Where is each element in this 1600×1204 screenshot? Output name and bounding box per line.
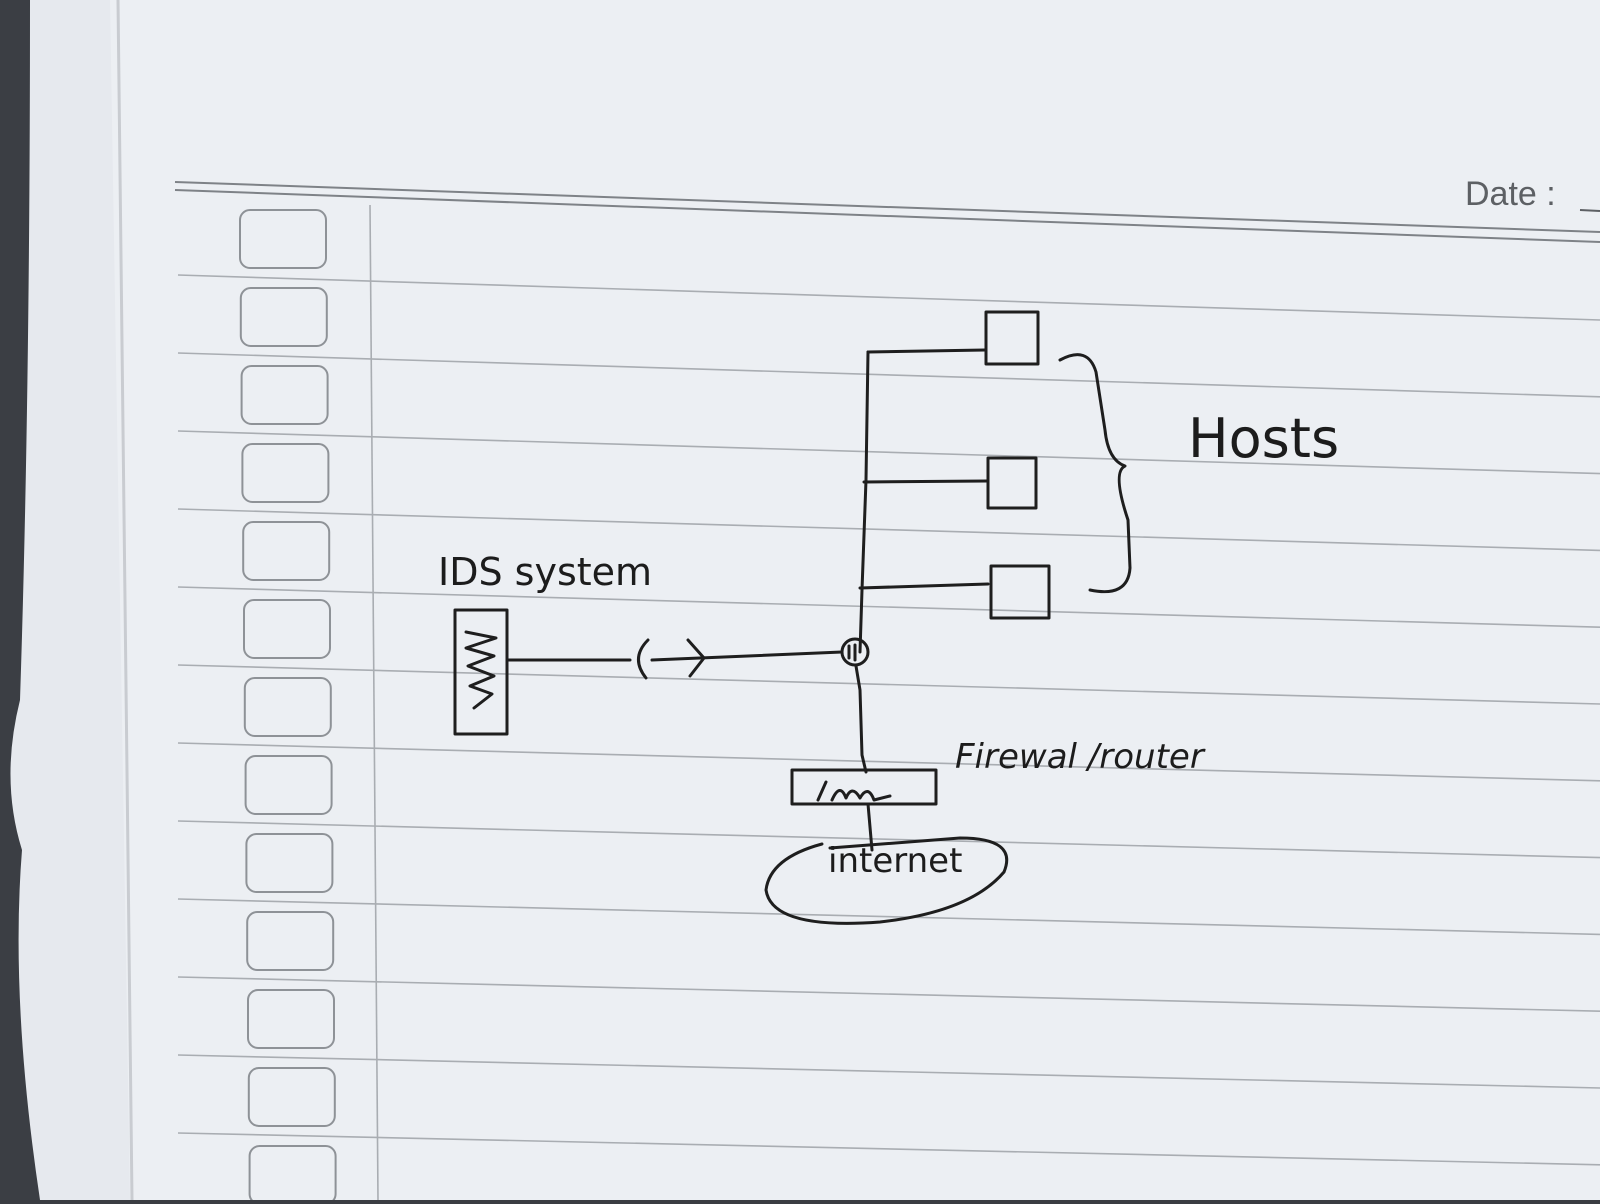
margin-checkbox: [247, 1067, 336, 1127]
ruled-line: [177, 430, 1600, 475]
ruled-line: [177, 664, 1600, 705]
margin-checkbox: [243, 599, 331, 659]
ruled-line: [177, 1054, 1600, 1089]
paper-page: [110, 0, 1600, 1200]
header-rule: [174, 189, 1600, 243]
date-label: Date :: [1465, 175, 1556, 213]
margin-checkbox: [239, 287, 328, 347]
ruled-line: [177, 586, 1600, 628]
ruled-lines: [177, 274, 1600, 1166]
firewall-router-label: Firewal /router: [955, 737, 1206, 777]
ruled-line: [177, 820, 1600, 859]
firewall-scribble: [816, 780, 892, 802]
firewall-router-box: [790, 768, 938, 806]
uplink-line: [854, 664, 868, 774]
header-rule: [174, 181, 1600, 233]
ids-link-right: [650, 650, 844, 662]
ruled-line: [177, 976, 1600, 1012]
internet-cloud: [764, 836, 1009, 925]
margin-checkbox: [246, 911, 335, 971]
internet-label: internet: [828, 841, 962, 881]
link-bracket-left: [637, 638, 650, 680]
host-box-3: [989, 564, 1051, 620]
page-fold: [116, 0, 134, 1201]
hub-mark: [847, 643, 857, 662]
host-branch-3: [858, 582, 990, 590]
margin-checkbox: [240, 365, 329, 425]
margin-checkbox: [242, 521, 331, 581]
hosts-label: Hosts: [1188, 407, 1339, 470]
internet-link: [866, 802, 874, 852]
ids-device: [453, 608, 509, 736]
host-box-2: [986, 456, 1038, 510]
ruled-line: [177, 742, 1600, 782]
margin-checkbox: [248, 1145, 337, 1204]
ruled-line: [177, 1132, 1600, 1166]
ruled-line: [177, 508, 1600, 552]
ids-device-hatch: [464, 630, 498, 710]
hosts-brace: [1058, 353, 1132, 594]
margin-checkbox: [244, 755, 333, 815]
host-box-1: [984, 310, 1040, 366]
host-branch-1: [866, 348, 987, 354]
ruled-line: [177, 274, 1600, 321]
margin-checkbox: [241, 443, 330, 503]
network-trunk: [858, 350, 870, 654]
host-branch-2: [862, 479, 989, 484]
checkbox-column: [239, 209, 337, 1204]
margin-checkbox: [239, 209, 327, 269]
ids-system-label: IDS system: [438, 550, 652, 594]
date-underline: [1579, 209, 1600, 212]
margin-checkbox: [247, 989, 335, 1049]
ruled-line: [177, 352, 1600, 398]
margin-checkbox: [243, 677, 332, 737]
ruled-line: [177, 898, 1600, 936]
margin-checkbox: [245, 833, 334, 893]
margin-line: [369, 204, 379, 1201]
